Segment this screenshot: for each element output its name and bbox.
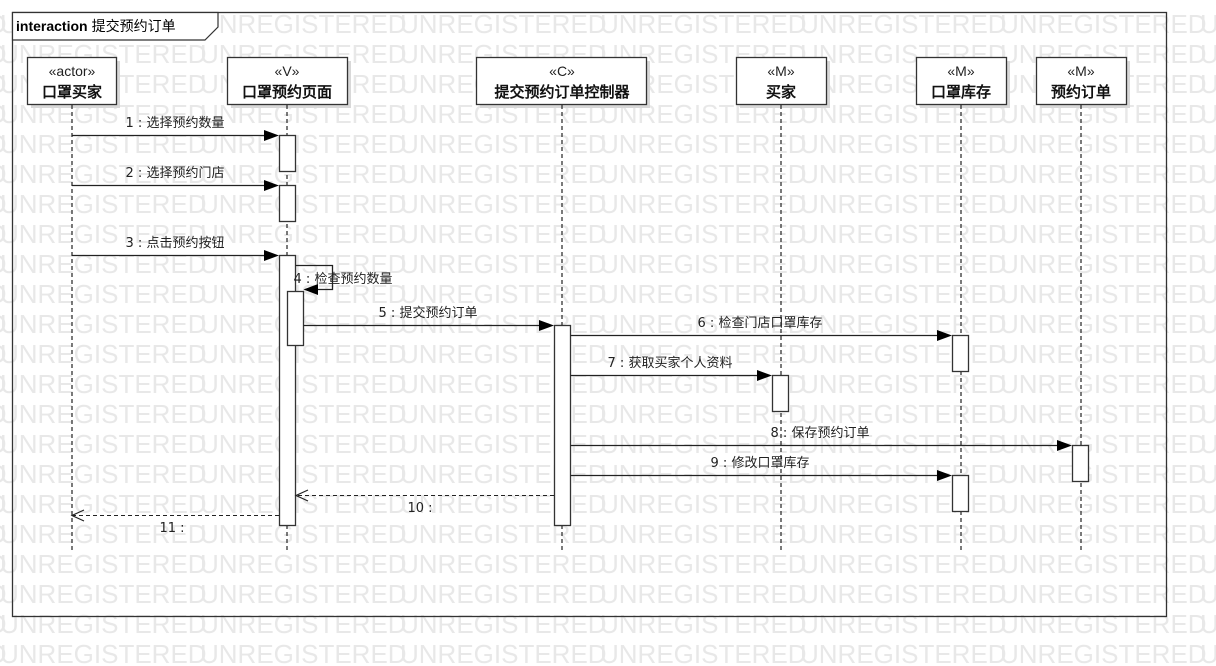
message-label: 1 : 选择预约数量: [126, 116, 225, 131]
activation-page-1: [278, 134, 297, 173]
message-2[interactable]: 2 : 选择预约门店: [72, 166, 279, 191]
lifeline-stereotype: «C»: [549, 63, 575, 79]
arrowhead-icon: [937, 330, 952, 341]
lifeline-name: 提交预约订单控制器: [494, 83, 630, 101]
message-11[interactable]: 11 :: [70, 509, 279, 536]
lifeline-head[interactable]: [226, 56, 349, 106]
message-3[interactable]: 3 : 点击预约按钮: [72, 236, 279, 261]
lifeline-stereotype: «actor»: [49, 63, 96, 79]
lifeline-name: 买家: [766, 83, 796, 101]
arrowhead-icon: [937, 470, 952, 481]
lifeline-head[interactable]: [475, 56, 648, 106]
interaction-frame: [11, 11, 1168, 618]
lifeline-stereotype: «M»: [947, 63, 974, 79]
message-label: 9 : 修改口罩库存: [711, 455, 810, 471]
lifeline-name: 口罩预约页面: [242, 83, 332, 101]
lifeline-head[interactable]: [26, 56, 118, 106]
activation-stock-1: [951, 334, 970, 373]
activation-page-self: [286, 290, 305, 347]
lifeline-buyer-actor[interactable]: «actor» 口罩买家: [26, 56, 121, 551]
frame-title-tab: [11, 11, 219, 41]
activation-page-2: [278, 184, 297, 223]
message-8[interactable]: 8 : 保存预约订单: [570, 426, 1073, 451]
frame-title-text: 提交预约订单: [92, 18, 176, 35]
lifeline-head[interactable]: [1035, 56, 1128, 106]
message-5[interactable]: 5 : 提交预约订单: [303, 305, 555, 331]
lifeline-stereotype: «V»: [275, 63, 300, 79]
lifeline-name: 口罩买家: [42, 83, 102, 101]
arrowhead-icon: [303, 284, 318, 295]
message-label: 4 : 检查预约数量: [294, 272, 393, 287]
message-label: 7 : 获取买家个人资料: [608, 355, 733, 371]
message-label: 3 : 点击预约按钮: [126, 236, 225, 251]
arrowhead-icon: [539, 320, 554, 331]
open-arrowhead-icon: [294, 489, 309, 502]
arrowhead-icon: [264, 130, 279, 141]
lifeline-stereotype: «M»: [767, 63, 794, 79]
message-6[interactable]: 6 : 检查门店口罩库存: [570, 315, 953, 341]
message-label: 2 : 选择预约门店: [126, 166, 225, 181]
lifeline-head[interactable]: [735, 56, 828, 106]
lifeline-mask-stock[interactable]: «M» 口罩库存: [915, 56, 1011, 551]
message-label: 11 :: [159, 521, 184, 536]
lifeline-head[interactable]: [915, 56, 1008, 106]
arrowhead-icon: [1057, 440, 1072, 451]
arrowhead-icon: [264, 180, 279, 191]
frame-keyword: interaction: [16, 18, 88, 34]
activation-buyer-model: [771, 374, 790, 413]
activation-controller: [553, 324, 572, 527]
message-9[interactable]: 9 : 修改口罩库存: [570, 455, 953, 481]
lifeline-submit-controller[interactable]: «C» 提交预约订单控制器: [475, 56, 651, 551]
lifeline-name: 预约订单: [1051, 83, 1111, 101]
message-4[interactable]: 4 : 检查预约数量: [294, 264, 393, 296]
open-arrowhead-icon: [70, 509, 85, 522]
lifeline-reservation-page[interactable]: «V» 口罩预约页面: [226, 56, 352, 551]
activation-order: [1071, 444, 1090, 483]
lifeline-buyer-model[interactable]: «M» 买家: [735, 56, 831, 551]
message-10[interactable]: 10 :: [294, 489, 554, 516]
message-label: 10 :: [407, 501, 432, 516]
message-1[interactable]: 1 : 选择预约数量: [72, 116, 279, 141]
activation-stock-2: [951, 474, 970, 513]
arrowhead-icon: [264, 250, 279, 261]
message-label: 5 : 提交预约订单: [379, 305, 478, 321]
message-label: 6 : 检查门店口罩库存: [698, 315, 823, 331]
lifeline-name: 口罩库存: [931, 83, 991, 101]
arrowhead-icon: [757, 370, 772, 381]
lifeline-reservation-order[interactable]: «M» 预约订单: [1035, 56, 1131, 551]
message-label: 8 : 保存预约订单: [771, 426, 870, 441]
message-7[interactable]: 7 : 获取买家个人资料: [570, 355, 773, 381]
lifeline-stereotype: «M»: [1067, 63, 1094, 79]
